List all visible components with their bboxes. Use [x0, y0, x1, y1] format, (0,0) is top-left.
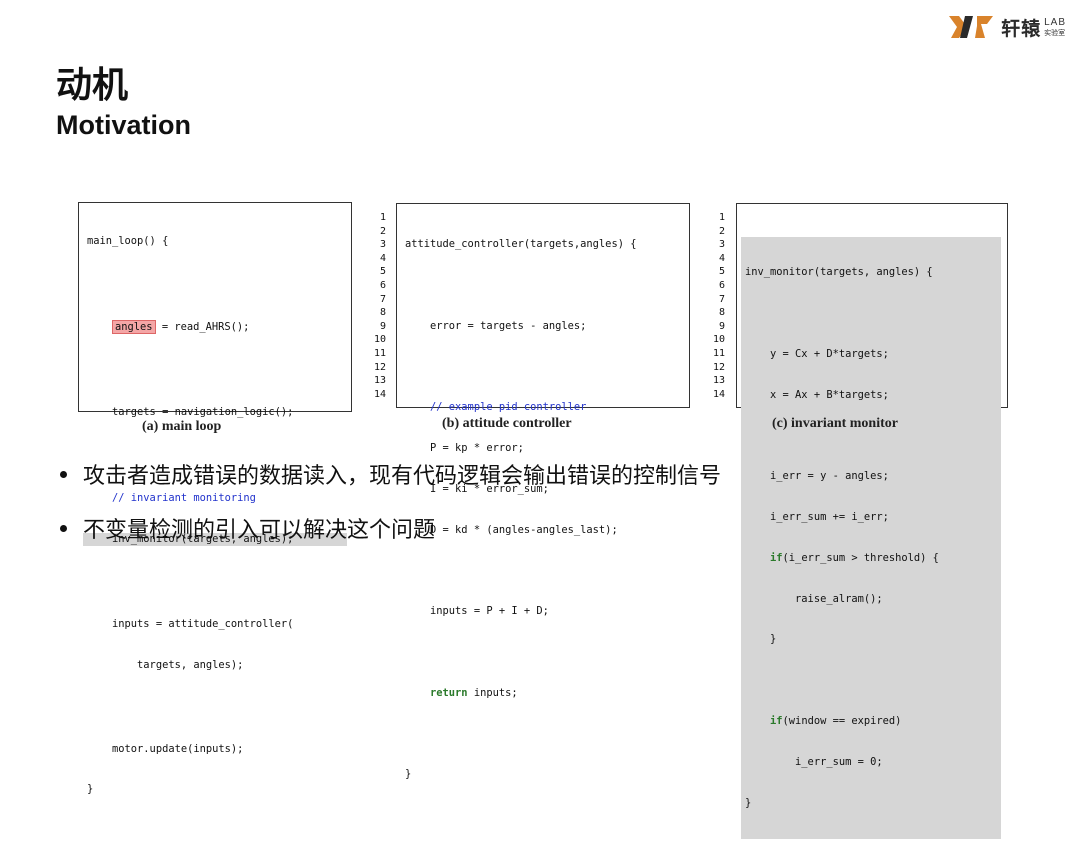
code-line [87, 362, 351, 376]
code-line [405, 564, 689, 578]
bullet-text: 不变量检测的引入可以解决这个问题 [83, 518, 436, 543]
code-line: I = ki * error_sum; [405, 482, 549, 495]
slide-title-en: Motivation [56, 110, 191, 140]
slide-title-cn: 动机 [56, 65, 129, 106]
bullet-dot-icon [60, 470, 67, 478]
code-line: } [87, 783, 94, 796]
logo-mark-icon [949, 16, 994, 38]
bullet-list: 攻击者造成错误的数据读入，现有代码逻辑会输出错误的控制信号 不变量检测的引入可以… [60, 456, 721, 564]
code-comment: // example pid controller [405, 401, 587, 414]
code-line: if(i_err_sum > threshold) { [770, 551, 939, 564]
main-loop-code-panel: main_loop() { angles = read_AHRS(); targ… [78, 202, 352, 795]
code-line: // invariant monitoring [87, 492, 351, 506]
code-line: inputs = P + I + D; [405, 605, 549, 618]
code-line [405, 728, 689, 742]
code-line: } [405, 768, 412, 781]
code-line: targets = navigation_logic(); [87, 406, 294, 419]
bullet-item: 不变量检测的引入可以解决这个问题 [60, 510, 721, 546]
caption-invariant-monitor: (c) invariant monitor [772, 416, 898, 431]
code-line: angles = read_AHRS(); [87, 319, 351, 335]
code-line: i_err = y - angles; [745, 470, 889, 483]
code-line: y = Cx + D*targets; [745, 347, 889, 360]
code-line: x = Ax + B*targets; [745, 388, 889, 401]
code-keyword: if [770, 551, 783, 564]
code-line: motor.update(inputs); [87, 742, 244, 755]
code-keyword: return [430, 686, 468, 699]
invariant-shaded-area: inv_monitor(targets, angles) { y = Cx + … [741, 237, 1001, 840]
code-line: main_loop() { [87, 235, 169, 248]
invariant-monitor-code-panel: inv_monitor(targets, angles) { y = Cx + … [736, 203, 1008, 840]
code-line-highlighted: inv_monitor(targets, angles); [83, 532, 351, 547]
code-comment: // invariant monitoring [87, 491, 256, 504]
code-line: inputs = attitude_controller( [87, 618, 294, 631]
caption-attitude-controller: (b) attitude controller [442, 416, 572, 431]
code-line: targets, angles); [87, 659, 244, 671]
logo-lab-subtext: 实验室 [1044, 28, 1066, 37]
code-line: D = kd * (angles-angles_last); [405, 523, 618, 536]
code-line: i_err_sum = 0; [745, 755, 883, 768]
code-line: } [745, 796, 752, 809]
logo-lab-text: LAB [1044, 16, 1066, 28]
caption-main-loop: (a) main loop [142, 419, 222, 434]
lab-logo: 轩辕 LAB 实验室 [947, 12, 1066, 42]
code-line: raise_alram(); [745, 592, 883, 605]
code-line: if(window == expired) [770, 714, 902, 727]
code-line: error = targets - angles; [405, 319, 587, 332]
code-line: attitude_controller(targets,angles) { [405, 238, 637, 251]
code-line: inv_monitor(targets, angles) { [745, 266, 933, 279]
code-line: return inputs; [430, 686, 518, 699]
code-line [87, 700, 351, 714]
code-line [745, 307, 1001, 321]
code-line: i_err_sum += i_err; [745, 511, 889, 524]
bullet-text: 攻击者造成错误的数据读入，现有代码逻辑会输出错误的控制信号 [83, 464, 722, 489]
highlighted-row [83, 532, 347, 547]
code-line [87, 276, 351, 290]
bullet-dot-icon [60, 524, 67, 532]
code-line: } [745, 633, 777, 646]
code-line [405, 279, 689, 293]
code-line [745, 674, 1001, 688]
code-line: // example pid controller [405, 401, 689, 415]
logo-name: 轩辕 [1001, 17, 1042, 40]
code-line [405, 361, 689, 375]
attitude-controller-code-panel: attitude_controller(targets,angles) { er… [396, 203, 690, 780]
code-line: P = kp * error; [405, 442, 524, 455]
code-keyword: if [770, 714, 783, 727]
code-line [405, 646, 689, 660]
code-line [87, 573, 351, 587]
bullet-item: 攻击者造成错误的数据读入，现有代码逻辑会输出错误的控制信号 [60, 456, 721, 492]
highlighted-variable: angles [112, 319, 156, 334]
